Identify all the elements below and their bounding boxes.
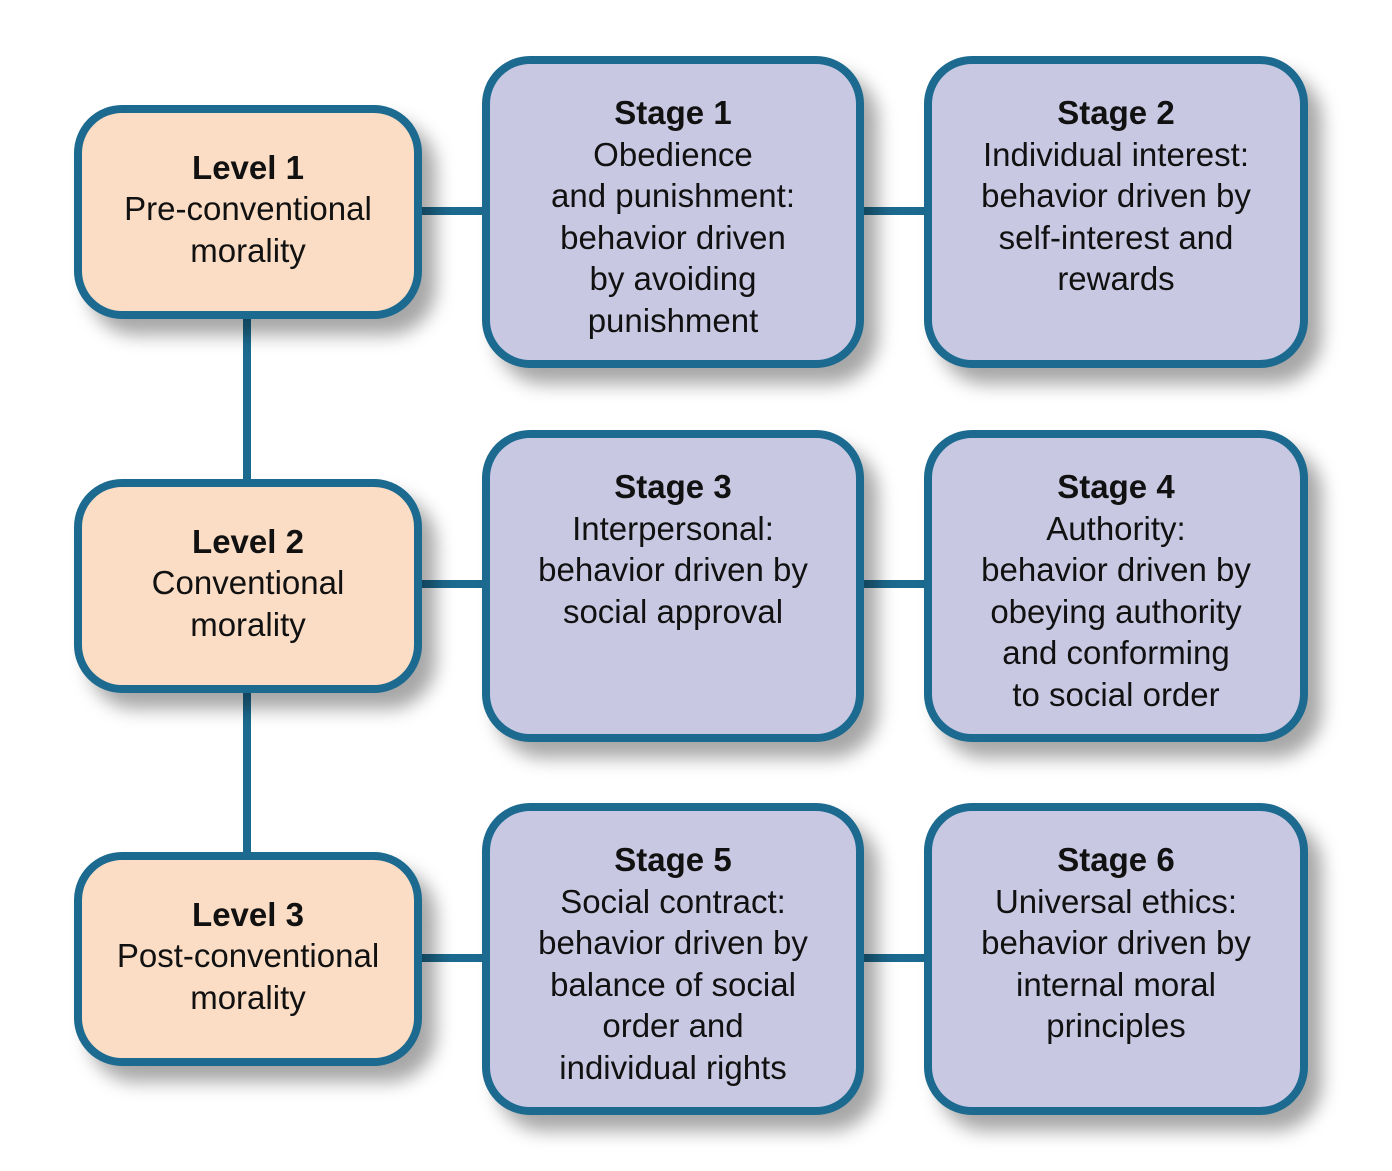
stage-description: Authority: behavior driven by obeying au… (981, 509, 1251, 713)
level-title: Level 3 (192, 895, 304, 933)
connector-level2-level3 (243, 688, 251, 858)
stage-4-box: Stage 4 Authority: behavior driven by ob… (924, 430, 1308, 742)
stage-description: Obedience and punishment: behavior drive… (550, 135, 795, 339)
stage-5-box: Stage 5 Social contract: behavior driven… (482, 803, 864, 1115)
stage-title: Stage 3 (614, 468, 732, 505)
stage-description: Individual interest: behavior driven by … (981, 135, 1251, 298)
connector-level3-stage5 (418, 954, 486, 962)
stage-6-box: Stage 6 Universal ethics: behavior drive… (924, 803, 1308, 1115)
connector-stage3-stage4 (860, 580, 928, 588)
connector-level2-stage3 (418, 580, 486, 588)
stage-2-box: Stage 2 Individual interest: behavior dr… (924, 56, 1308, 368)
level-description: Conventional morality (151, 564, 345, 643)
connector-level1-stage1 (418, 207, 486, 215)
level-1-box: Level 1 Pre-conventional morality (74, 105, 422, 319)
level-3-box: Level 3 Post-conventional morality (74, 852, 422, 1066)
stage-description: Social contract: behavior driven by bala… (538, 882, 808, 1086)
level-description: Pre-conventional morality (124, 190, 372, 269)
stage-description: Interpersonal: behavior driven by social… (538, 509, 808, 630)
connector-level1-level2 (243, 315, 251, 485)
level-title: Level 1 (192, 148, 304, 186)
stage-title: Stage 5 (614, 841, 732, 878)
stage-3-box: Stage 3 Interpersonal: behavior driven b… (482, 430, 864, 742)
stage-title: Stage 6 (1057, 841, 1175, 878)
stage-title: Stage 2 (1057, 94, 1175, 131)
stage-title: Stage 4 (1057, 468, 1175, 505)
level-title: Level 2 (192, 522, 304, 560)
connector-stage1-stage2 (860, 207, 928, 215)
stage-1-box: Stage 1 Obedience and punishment: behavi… (482, 56, 864, 368)
level-2-box: Level 2 Conventional morality (74, 479, 422, 693)
level-description: Post-conventional morality (116, 937, 380, 1016)
stage-title: Stage 1 (614, 94, 732, 131)
connector-stage5-stage6 (860, 954, 928, 962)
stage-description: Universal ethics: behavior driven by int… (981, 882, 1251, 1045)
